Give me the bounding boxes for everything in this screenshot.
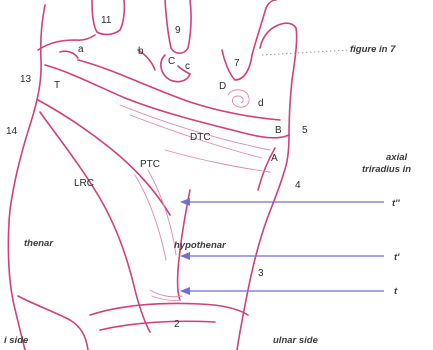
finger-gap-left	[38, 35, 95, 50]
region-thenar: thenar	[24, 238, 54, 249]
arrowhead-t	[180, 287, 190, 295]
figure-pointer-line	[262, 50, 350, 55]
triradius-t-loop	[150, 290, 182, 300]
label-crease-B: B	[275, 125, 282, 136]
label-area-4: 4	[295, 180, 301, 191]
radial-longitudinal-crease	[40, 112, 150, 332]
label-triradius-a: a	[78, 44, 84, 55]
label-area-14: 14	[6, 126, 18, 137]
label-area-13: 13	[20, 74, 32, 85]
label-PTC: PTC	[140, 159, 160, 170]
label-area-5: 5	[302, 125, 308, 136]
label-t-prime: t'	[394, 252, 400, 263]
proximal-transverse-crease	[38, 100, 170, 215]
axial-triradius-line1: axial	[386, 152, 407, 163]
label-triradius-c: c	[185, 61, 190, 72]
figure-reference: figure in 7	[350, 44, 396, 55]
wrist-crease-1	[90, 303, 248, 315]
region-radial-side: i side	[4, 335, 29, 346]
label-crease-A: A	[271, 153, 278, 164]
whorl-D	[228, 90, 249, 108]
arrowhead-t-prime	[180, 252, 190, 260]
label-t-triple-prime: t''	[392, 198, 400, 209]
label-finger-7: 7	[234, 58, 240, 69]
label-area-3: 3	[258, 268, 264, 279]
label-finger-11: 11	[101, 15, 112, 26]
label-crease-T: T	[54, 80, 60, 91]
arrowhead-t-triple-prime	[180, 198, 190, 206]
wrist-crease-2	[100, 321, 215, 330]
hand-outline-right	[237, 135, 289, 350]
region-ulnar-side: ulnar side	[273, 335, 319, 346]
label-crease-C: C	[168, 56, 175, 67]
axial-triradius-line2: triradius in	[362, 164, 411, 175]
wrist-crease-3	[18, 296, 88, 350]
label-crease-D: D	[219, 81, 226, 92]
hand-outline-left	[8, 5, 45, 350]
label-t: t	[394, 286, 398, 297]
label-triradius-b: b	[138, 46, 144, 57]
label-LRC: LRC	[74, 178, 94, 189]
crease-a-curve	[60, 51, 78, 58]
finger-7-outline	[222, 0, 276, 80]
label-triradius-d: d	[258, 98, 264, 109]
label-finger-9: 9	[175, 25, 181, 36]
label-area-2: 2	[174, 319, 180, 330]
region-hypothenar: hypothenar	[174, 240, 227, 251]
label-DTC: DTC	[190, 132, 211, 143]
